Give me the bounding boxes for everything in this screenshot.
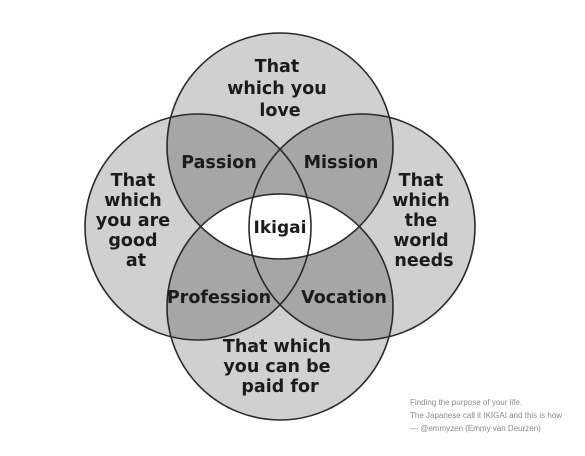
label-mission: Mission [304,153,379,173]
outline-love [166,32,394,260]
outline-paid-for [166,193,394,421]
attribution-caption: Finding the purpose of your life. The Ja… [410,396,585,435]
caption-line-1: Finding the purpose of your life. [410,398,523,407]
label-that-which-you-can-be-paid-for: That which you can be paid for [223,337,337,397]
outline-world-needs [248,113,476,341]
outline-good-at [84,113,312,341]
caption-line-3: — @emmyzen (Emmy van Deurzen) [410,424,541,433]
label-passion: Passion [181,153,256,173]
caption-line-2: The Japanese call it IKIGAI and this is … [410,411,563,420]
circle-outlines [84,32,476,421]
label-that-which-the-world-needs: That which the world needs [392,171,456,271]
label-that-which-you-are-good-at: That which you are good at [96,171,176,271]
label-profession: Profession [167,288,271,308]
label-ikigai: Ikigai [254,218,307,238]
label-that-which-you-love: That which you love [227,57,333,121]
label-vocation: Vocation [301,288,387,308]
